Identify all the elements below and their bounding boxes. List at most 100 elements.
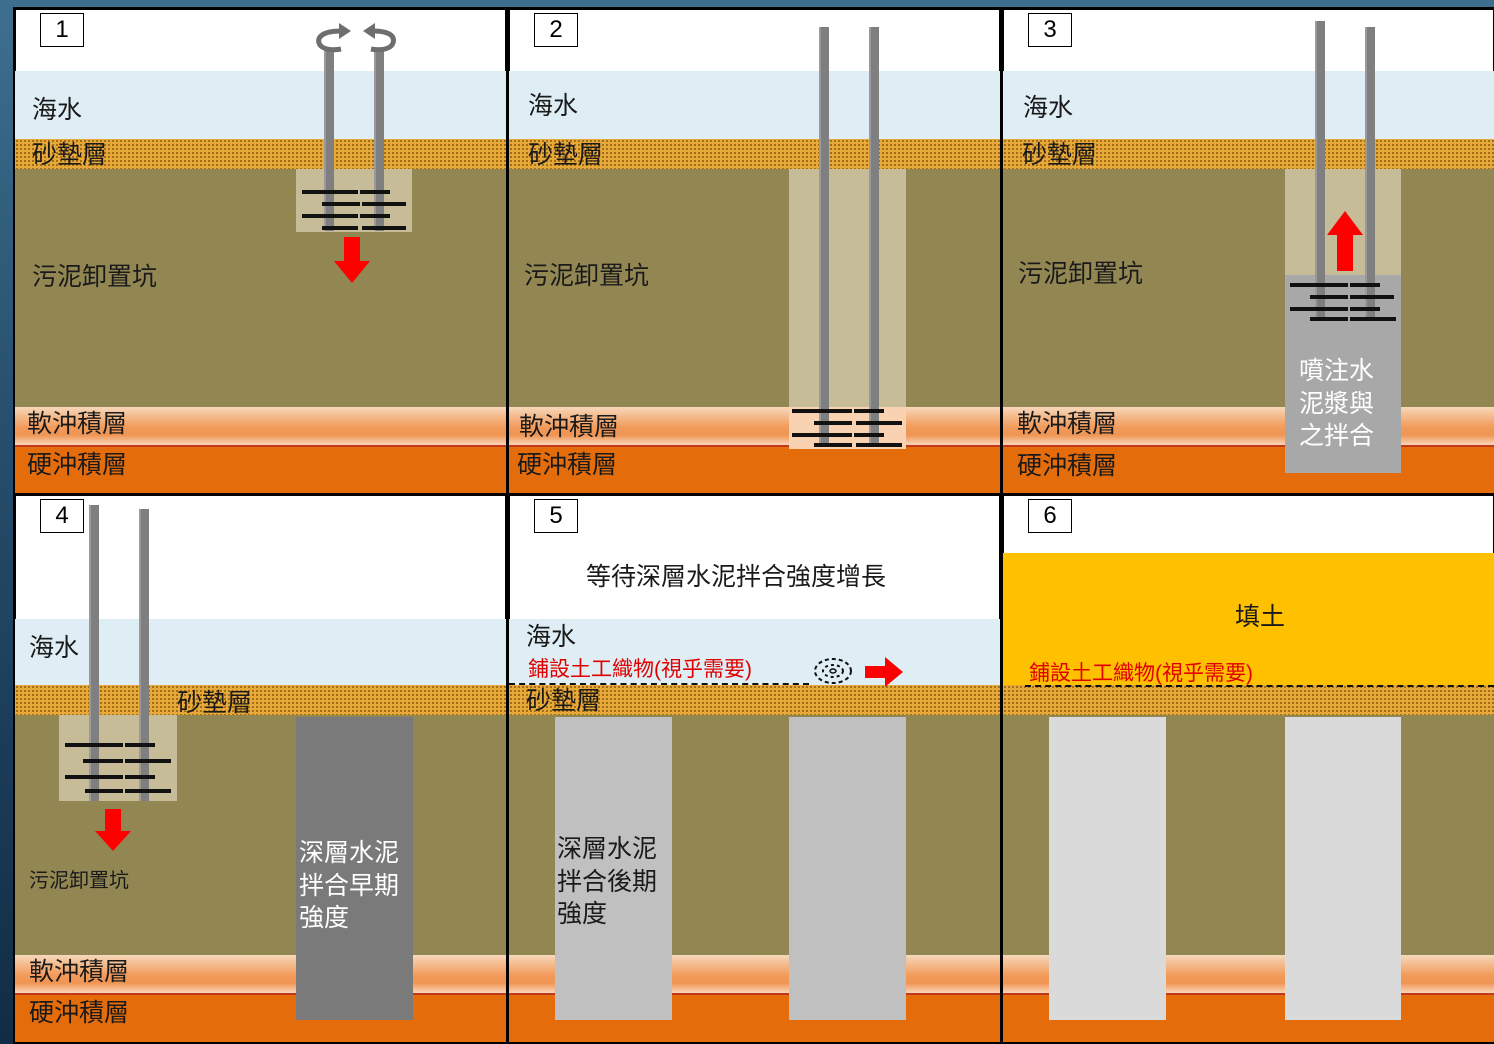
sand-label: 砂墊層 — [528, 141, 604, 169]
sludge-label: 污泥卸置坑 — [524, 262, 650, 290]
mixing-blade — [854, 409, 884, 413]
down-arrow-icon — [334, 237, 370, 283]
sand-layer — [1003, 139, 1494, 169]
early-strength-column — [296, 717, 413, 1020]
sea-label: 海水 — [29, 634, 80, 662]
sand-layer — [1003, 685, 1494, 715]
mixing-blade — [1350, 307, 1380, 311]
soft-label: 軟沖積層 — [1017, 410, 1118, 438]
sand-layer — [509, 685, 1000, 715]
geotextile-line — [1025, 685, 1494, 687]
mixing-blade — [360, 214, 390, 218]
sea-label: 海水 — [1023, 94, 1074, 122]
final-column — [1049, 717, 1166, 1020]
hard-alluvium-layer — [509, 447, 1000, 493]
mixing-shaft-right — [374, 49, 384, 231]
mixing-blade — [125, 775, 155, 779]
sea-label: 海水 — [526, 623, 577, 651]
wait-strength-title: 等待深層水泥拌合強度增長 — [586, 563, 887, 591]
mixing-blade — [1290, 283, 1348, 287]
mixing-blade — [65, 743, 123, 747]
late-strength-label: 深層水泥拌合後期強度 — [557, 835, 658, 928]
mixing-blade — [85, 789, 123, 793]
soft-alluvium-layer — [509, 407, 1000, 447]
soft-label: 軟沖積層 — [29, 958, 130, 986]
panel-4: 4 海水 砂墊層 污泥卸置坑 軟沖積層 硬沖積層 深層水泥拌合早期強度 — [15, 495, 506, 1042]
mixing-shaft-left — [1315, 21, 1325, 321]
hard-alluvium-layer — [15, 995, 506, 1042]
panel-3: 3 海水 砂墊層 污泥卸置坑 軟沖積層 硬沖積層 噴注水泥漿與之拌合 — [1003, 9, 1494, 493]
soft-label: 軟沖積層 — [519, 413, 620, 441]
mixing-blade — [792, 409, 852, 413]
mixing-shaft-right — [139, 509, 149, 801]
hard-alluvium-layer — [1003, 447, 1494, 493]
soft-alluvium-layer — [15, 955, 506, 995]
sea-layer — [15, 71, 506, 139]
sea-layer — [509, 619, 1000, 687]
hard-label: 硬沖積層 — [1017, 452, 1118, 480]
mixing-blade — [1310, 317, 1348, 321]
step-number: 6 — [1028, 499, 1072, 533]
sea-label: 海水 — [32, 96, 83, 124]
sand-layer — [15, 139, 506, 169]
mixing-blade — [1350, 317, 1396, 321]
geotextile-roll-icon — [814, 658, 852, 684]
soft-alluvium-layer — [1003, 407, 1494, 447]
late-strength-column — [555, 717, 672, 1020]
mixing-shaft-right — [1365, 27, 1375, 321]
panel-5: 5 等待深層水泥拌合強度增長 海水 鋪設土工織物(視乎需要) 砂墊層 深層水泥拌… — [509, 495, 1000, 1042]
right-arrow-icon — [865, 657, 903, 687]
mixing-blade — [125, 789, 171, 793]
mixing-blade — [1310, 295, 1348, 299]
mixing-blade — [65, 775, 123, 779]
fill-label: 填土 — [1235, 603, 1286, 631]
mixed-zone-bottom — [789, 407, 906, 449]
mixing-blade — [125, 743, 155, 747]
mixing-blade — [360, 190, 390, 194]
sand-label: 砂墊層 — [1022, 141, 1098, 169]
hard-label: 硬沖積層 — [27, 451, 128, 479]
mixed-zone — [789, 169, 906, 407]
mixed-zone — [59, 715, 177, 801]
late-strength-column — [789, 717, 906, 1020]
final-column — [1285, 717, 1401, 1020]
sludge-label: 污泥卸置坑 — [32, 263, 158, 291]
panel-1: 1 海水 砂墊層 污泥卸置坑 軟沖積層 硬沖積層 — [15, 9, 506, 493]
grout-mixing-label: 噴注水泥漿與之拌合 — [1299, 357, 1375, 450]
sludge-label: 污泥卸置坑 — [29, 870, 129, 892]
sludge-layer — [15, 169, 506, 407]
sludge-label: 污泥卸置坑 — [1018, 260, 1144, 288]
mixing-shaft-left — [324, 49, 334, 231]
sea-layer — [1003, 71, 1494, 139]
mixing-blade — [83, 759, 123, 763]
mixing-blade — [1350, 283, 1380, 287]
fill-layer — [1003, 553, 1494, 685]
mixing-blade — [856, 421, 902, 425]
step-number: 2 — [534, 13, 578, 47]
up-arrow-icon — [1327, 211, 1363, 271]
soft-alluvium-layer — [15, 407, 506, 447]
soft-label: 軟沖積層 — [27, 410, 128, 438]
mixing-blade — [854, 433, 884, 437]
sand-layer — [509, 139, 1000, 169]
geotextile-label: 鋪設土工織物(視乎需要) — [1029, 662, 1253, 685]
panel-2: 2 海水 砂墊層 污泥卸置坑 軟沖積層 硬沖積層 — [509, 9, 1000, 493]
rotation-icon — [316, 23, 396, 53]
mixing-blade — [1290, 307, 1348, 311]
mixing-blade — [322, 202, 360, 206]
step-number: 1 — [40, 13, 84, 47]
mixing-blade — [814, 443, 852, 447]
sand-label: 砂墊層 — [526, 687, 602, 715]
down-arrow-icon — [95, 809, 131, 851]
panel-6: 6 填土 鋪設土工織物(視乎需要) — [1003, 495, 1494, 1042]
sludge-layer — [1003, 169, 1494, 407]
mixing-blade — [362, 226, 406, 230]
mixing-blade — [362, 202, 406, 206]
mixing-blade — [1350, 295, 1394, 299]
sea-layer — [509, 71, 1000, 139]
geotextile-line — [509, 683, 809, 685]
hard-label: 硬沖積層 — [29, 999, 130, 1027]
step-number: 3 — [1028, 13, 1072, 47]
mixing-blade — [302, 214, 358, 218]
sand-label: 砂墊層 — [32, 141, 108, 169]
